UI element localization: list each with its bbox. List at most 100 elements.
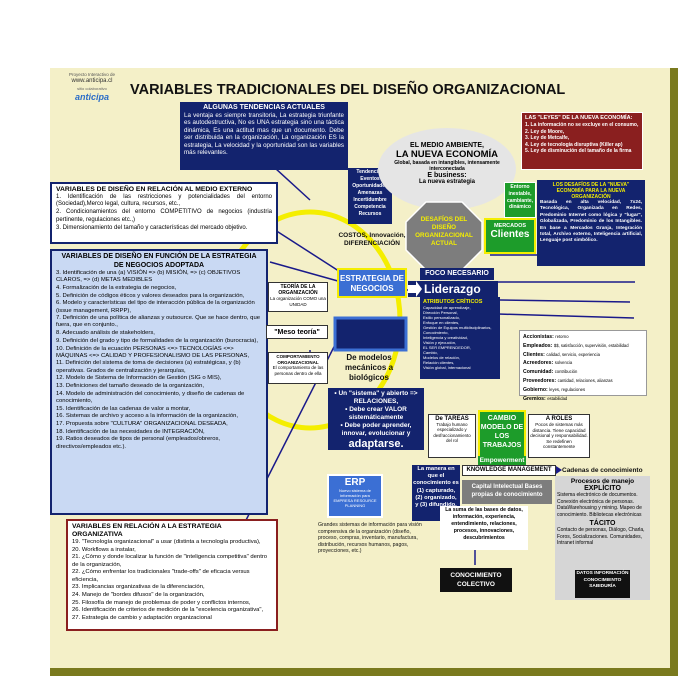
medio-externo-box: VARIABLES DE DISEÑO EN RELACIÓN AL MEDIO… [50,182,278,244]
list-item: 17. Propuesta sobre "CULTURA" ORGANIZACI… [56,421,228,428]
entorno-box: Entorno inestable, cambiante, dinámico [504,182,536,218]
liderazgo-box: Liderazgo [408,281,498,297]
atributos-list: Capacidad de aprendizaje,Dirección Perso… [423,305,497,370]
list-item: Visión y ejecución, [423,340,457,345]
logo[interactable]: Proyecto Interactivo de www.anticipa.cl … [56,72,128,108]
desafios-nueva-text: Basada en alta velocidad, 7x24, Tecnológ… [540,200,642,244]
conocimiento-colectivo-box: CONOCIMIENTO COLECTIVO [440,568,512,592]
list-item: Clientes: calidad, servicio, experiencia [523,351,643,360]
erp-box: ERP Nuevo sistema de información para EM… [327,474,383,518]
list-item: 11. Definición del sistema de toma de de… [56,360,241,374]
list-item: 22. ¿Cómo enfrentar los tradicionales "t… [72,569,250,583]
sistema-item: • Un "sistema" y abierto => RELACIONES, [334,390,418,405]
capital-box: Capital Intelectual Bases propias de con… [462,480,552,504]
list-item: Relación clientes, [423,360,455,365]
procesos-explicito-text: Sistema electrónico de documentos. Conex… [557,492,642,518]
stakeholder-key: Gremios: [523,395,548,402]
datos-box: DATOS INFORMACIÓN CONOCIMIENTO SABIDURÍA [575,570,630,598]
list-item: Gremios: estabilidad [523,395,643,404]
cadenas-label: Cadenas de conocimiento [562,467,643,474]
stakeholder-key: Accionistas: [523,334,556,340]
list-item: Empleados: $$, satisfacción, supervisión… [523,342,643,351]
procesos-title: Procesos de manejo [570,478,635,485]
clientes-label: Clientes [490,229,530,240]
connector-line [497,313,635,319]
mercados-box: MERCADOS Clientes [484,218,536,254]
costos-label: COSTOS, Innovación, DIFERENCIACIÓN [338,232,406,247]
list-item: 14. Modelo de administración del conocim… [56,390,245,404]
leyes-box: LAS "LEYES" DE LA NUEVA ECONOMÍA: 1. La … [521,112,643,170]
estrategia-organizativa-title: VARIABLES EN RELACIÓN A LA ESTRATEGIA OR… [72,523,222,538]
estrategia-negocios-title: VARIABLES DE DISEÑO EN FUNCIÓN DE LA EST… [61,253,257,269]
tendencias-text: La ventaja es siempre transitoria, La es… [184,111,344,157]
tareas-box: De TAREAS Trabajo humano especializado y… [428,414,476,458]
list-item: 3. Dimensionamiento del tamaño y caracte… [56,224,248,231]
teoria-text: La organización COMO una UNIDAD [270,296,326,307]
connector-line [269,261,346,284]
meso-teoria-box: "Meso teoría" [266,325,328,339]
procesos-tacito-text: Contacto de personas, Diálogo, Charla, F… [557,527,645,546]
estrategia-box: ESTRATEGIA DE NEGOCIOS [337,268,407,298]
stakeholder-value: estabilidad [547,395,568,401]
logo-caption: Proyecto Interactivo de [68,72,116,77]
stakeholder-key: Proveedores: [523,377,558,384]
medio-externo-title: VARIABLES DE DISEÑO EN RELACIÓN AL MEDIO… [56,186,253,193]
sistema-item: • Debe crear VALOR sistemáticamente [345,406,407,421]
desafios-nueva-box: LOS DESAFÍOS DE LA "NUEVA" ECONOMÍA PARA… [537,180,645,266]
leyes-item: 3. Ley de Metcalfe, [525,135,570,141]
stakeholder-key: Gobierno: [523,386,550,393]
tendencias-box: ALGUNAS TENDENCIAS ACTUALES La ventaja e… [180,102,348,170]
list-item: Conocimiento, [423,330,449,335]
list-item: 15. Identificación de las cadenas de val… [56,405,191,412]
list-item: 25. Filosofía de manejo de problemas de … [72,599,251,606]
procesos-tacito: TÁCITO [589,520,616,527]
roles-title: A ROLES [545,416,573,422]
stakeholder-value: calidad, servicio, experiencia [546,351,600,357]
procesos-explicito: EXPLÍCITO [584,485,621,492]
list-item: 4. Formalización de la estrategia de neg… [56,284,177,291]
list-item: 7. Definición de una política de alianza… [56,315,261,329]
list-item: Dirección Personal, [423,310,458,315]
erp-text: Nuevo sistema de información para EMPRES… [333,488,377,508]
nueva-economia-ellipse: EL MEDIO AMBIENTE, LA NUEVA ECONOMÍA Glo… [378,128,516,210]
list-item: Gestión de Equipos multidisciplinarios, [423,325,492,330]
knowledge-box: KNOWLEDGE MANAGEMENT [462,465,556,476]
roles-box: A ROLES Pocos de sistemas más distancia.… [528,414,590,458]
list-item: 24. Manejo de "bordes difusos" de la org… [72,591,205,598]
hexagon-marker [333,316,408,352]
estrategia-organizativa-box: VARIABLES EN RELACIÓN A LA ESTRATEGIA OR… [66,519,278,631]
list-item: 27. Estrategia de cambio y adaptación or… [72,615,212,622]
list-item: 20. Workflows a instalar, [72,546,136,553]
list-item: EL SER EMPRENDEDOR, [423,345,471,350]
tendencias-title: ALGUNAS TENDENCIAS ACTUALES [203,104,325,111]
stakeholder-value: solvencia [554,360,573,366]
nueva-economia-line2: LA NUEVA ECONOMÍA [395,149,499,160]
list-item: 13. Definiciones del tamaño deseado de l… [56,383,205,390]
manera-box: La manera en que el conocimiento es (1) … [412,465,460,521]
page-title: VARIABLES TRADICIONALES DEL DISEÑO ORGAN… [130,82,566,98]
stakeholder-key: Acreedores: [523,360,555,367]
stakeholder-value: $$, satisfacción, supervisión, estabilid… [553,342,629,348]
nueva-economia-line3: Global, basada en intangibles, intensame… [394,160,500,172]
estrategia-negocios-box: VARIABLES DE DISEÑO EN FUNCIÓN DE LA EST… [50,249,268,515]
leyes-item: 5. Ley de disminución del tamaño de la f… [525,148,632,154]
stakeholder-value: retorno [555,334,569,339]
grandes-text: Grandes sistemas de información para vis… [318,522,422,555]
nueva-economia-line5: La nueva estrategia [418,179,476,185]
list-item: Proveedores: cantidad, relaciones, alian… [523,377,643,386]
list-item: 26. Identificación de criterios de medic… [72,607,264,614]
list-item: 19. "Tecnología organizacional" a usar (… [72,539,261,545]
list-item: 3. Identificación de una (a) VISIÓN => (… [56,270,241,284]
list-item: Cambio, [423,350,438,355]
list-item: Estilo personalizado, [423,315,460,320]
tareas-title: De TAREAS [435,416,469,422]
suma-box: La suma de las bases de datos, informaci… [440,506,528,550]
list-item: Enfoque en clientes, [423,320,460,325]
comportamiento-box: COMPORTAMIENTO ORGANIZACIONAL El comport… [268,352,328,384]
logo-brand: anticipa [74,91,109,102]
list-item: 18. Identificación de las necesidades de… [56,428,205,435]
modelos-label: De modelos mecánicos a biológicos [344,353,394,382]
stakeholder-key: Clientes: [523,351,547,358]
list-item: 12. Modelo de Sistema de Información de … [56,375,222,382]
